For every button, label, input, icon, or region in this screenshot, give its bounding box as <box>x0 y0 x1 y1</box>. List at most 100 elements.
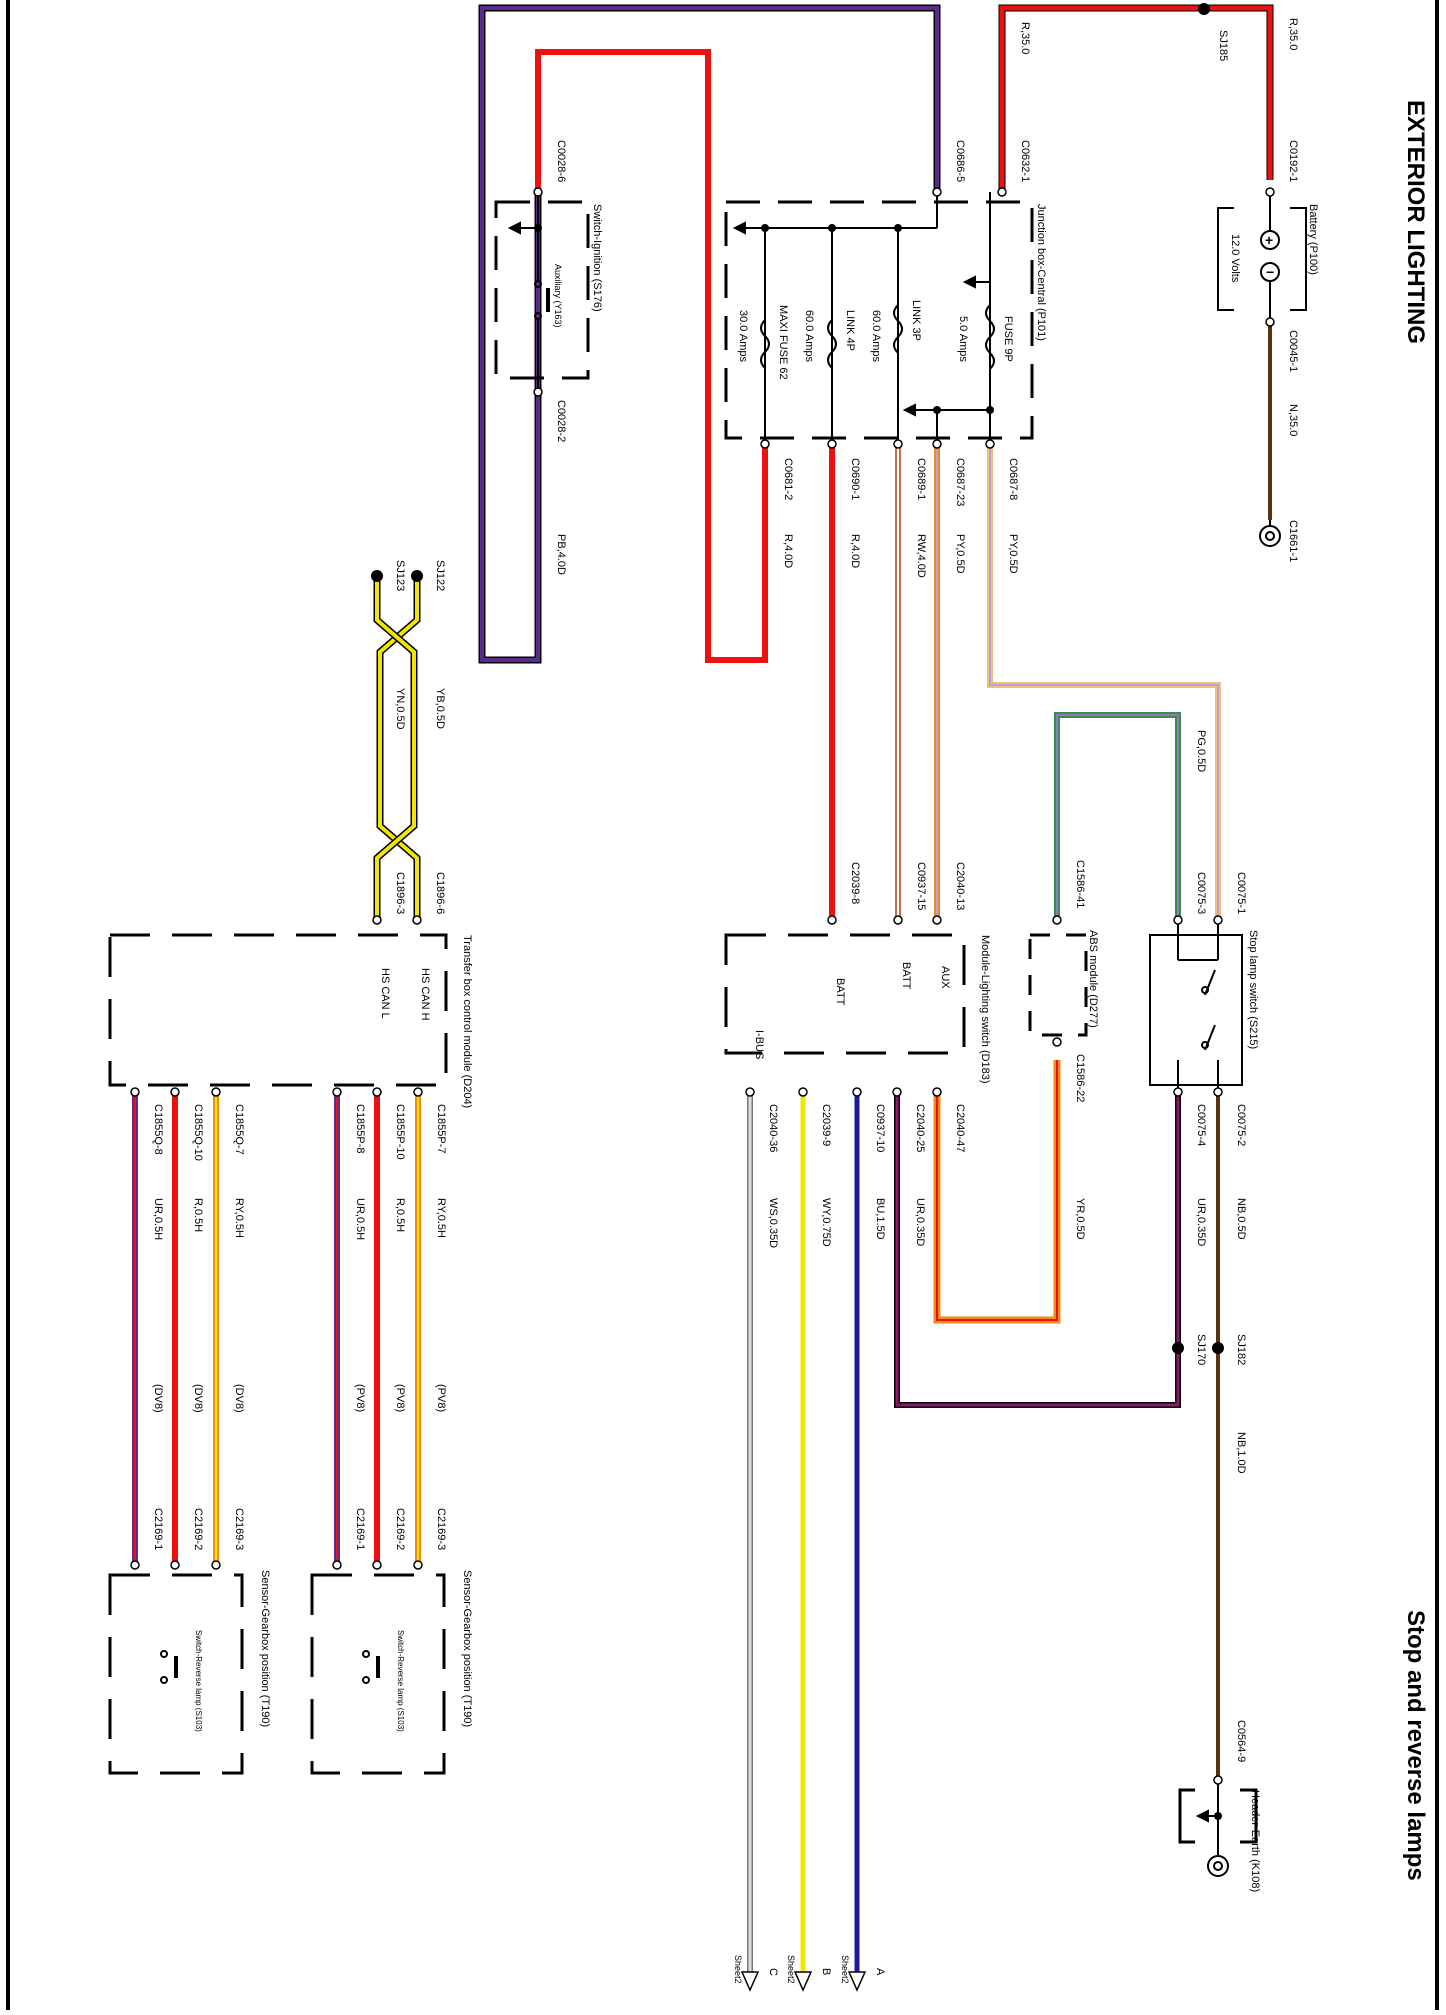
header-earth-label: Header-Earth (K108) <box>1249 1790 1261 1892</box>
sheet-a-letter: A <box>874 1968 886 1976</box>
pin-ibus: I-BUS <box>753 1030 765 1059</box>
conn-c0075-1: C0075-1 <box>1235 872 1247 914</box>
wire-label-dv8-1: (DV8) <box>233 1384 245 1413</box>
junction-box-internals <box>732 192 991 444</box>
conn-c1896-3: C1896-3 <box>394 872 406 914</box>
wire-label-r35-b: R,35.0 <box>1019 22 1031 54</box>
conn-c1855q-8: C1855Q-8 <box>152 1104 164 1155</box>
maxi-fuse-62-rating: 30.0 Amps <box>737 310 749 362</box>
conn-c0564: C0564-9 <box>1235 1720 1247 1762</box>
link-4p-icon <box>827 319 837 369</box>
wire-label-pb: PB,4.0D <box>555 534 567 575</box>
conn-c2040-25: C2040-25 <box>914 1104 926 1152</box>
splice-sj185-label: SJ185 <box>1217 30 1229 61</box>
stop-lamp-switch-label: Stop lamp switch (S215) <box>1247 930 1259 1049</box>
wire-pb <box>480 6 939 662</box>
conn-c1855p-7: C1855P-7 <box>435 1104 447 1154</box>
transfer-box-module-label: Transfer box control module (D204) <box>461 935 473 1108</box>
splice-sj122 <box>411 570 423 582</box>
battery-label: Battery (P100) <box>1307 204 1319 275</box>
battery: + − <box>1217 192 1307 322</box>
wire-label-yb: YB,0.5D <box>434 688 446 729</box>
abs-module-outline <box>1028 933 1088 1037</box>
fuse-9p-icon <box>985 304 995 370</box>
conn-c1586-22: C1586-22 <box>1074 1054 1086 1102</box>
lighting-switch-module-outline <box>724 933 966 1055</box>
pin-batt-2: BATT <box>834 978 846 1006</box>
page-title: EXTERIOR LIGHTING <box>1402 100 1429 344</box>
maxi-fuse-62-label: MAXI FUSE 62 <box>777 305 789 380</box>
conn-c2040-36: C2040-36 <box>767 1104 779 1152</box>
wire-label-yn: YN,0.5D <box>394 688 406 730</box>
conn-c1586-41: C1586-41 <box>1074 860 1086 908</box>
wire-py-stop <box>989 444 1219 920</box>
pin-aux: AUX <box>939 966 951 989</box>
gearbox-sensor-q-outline <box>108 1573 244 1775</box>
wire-label-r-p: R,0.5H <box>394 1198 406 1232</box>
lighting-switch-module-label: Module-Lighting switch (D183) <box>979 935 991 1084</box>
ignition-switch-label: Switch-Ignition (S176) <box>591 204 603 312</box>
fuse-9p-label: FUSE 9P <box>1002 316 1014 362</box>
battery-volts-label: 12.0 Volts <box>1229 234 1241 283</box>
wire-label-r4-a: R,4.0D <box>849 534 861 568</box>
wire-label-nb10: NB,1.0D <box>1235 1432 1247 1474</box>
wire-label-ry-p: RY,0.5H <box>435 1198 447 1238</box>
conn-c0632: C0632-1 <box>1019 140 1031 182</box>
wire-yr <box>936 1060 1058 1321</box>
conn-c0045: C0045-1 <box>1287 330 1299 372</box>
wire-label-dv8-2: (DV8) <box>192 1384 204 1413</box>
wire-label-py: PY,0.5D <box>1007 534 1019 574</box>
link-3p-icon <box>893 304 903 354</box>
conn-c2169-1b: C2169-1 <box>152 1508 164 1550</box>
maxi-fuse-62-icon <box>760 319 770 369</box>
junction-box-label: Junction box-Central (P101) <box>1035 204 1047 341</box>
wire-label-dv8-3: (DV8) <box>152 1384 164 1413</box>
wire-label-r4-b: R,4.0D <box>782 534 794 568</box>
wire-label-n35: N,35.0 <box>1287 404 1299 436</box>
conn-c0192: C0192-1 <box>1287 140 1299 182</box>
splice-sj170-label: SJ170 <box>1195 1334 1207 1365</box>
conn-c0937-15: C0937-15 <box>915 862 927 910</box>
wire-label-r35-a: R,35.0 <box>1287 18 1299 50</box>
reverse-switch-q-icon <box>160 1650 178 1684</box>
wire-pg <box>1056 714 1179 920</box>
sheet-c-name: Sheet2 <box>733 1955 743 1984</box>
conn-c2169-2b: C2169-2 <box>192 1508 204 1550</box>
pin-hs-can-h: HS CAN H <box>419 968 431 1021</box>
conn-c1661: C1661-1 <box>1287 520 1299 562</box>
ignition-switch-outline <box>494 200 590 380</box>
jb-node-5 <box>986 406 994 414</box>
wire-label-yr: YR,0.5D <box>1074 1198 1086 1240</box>
wire-label-ur-q: UR,0.5H <box>152 1198 164 1240</box>
svg-text:−: − <box>1266 264 1274 280</box>
conn-c2039-9: C2039-9 <box>820 1104 832 1146</box>
conn-c2039-8: C2039-8 <box>849 862 861 904</box>
conn-c1855p-10: C1855P-10 <box>394 1104 406 1160</box>
splice-sj123-label: SJ123 <box>394 560 406 591</box>
conn-c0075-2: C0075-2 <box>1235 1104 1247 1146</box>
jb-node-2 <box>828 224 836 232</box>
ground-c1661-icon <box>1259 520 1281 547</box>
ign-node <box>534 224 542 232</box>
pin-hs-can-l: HS CAN L <box>379 968 391 1019</box>
wire-label-pg: PG,0.5D <box>1195 730 1207 772</box>
conn-c0075-3: C0075-3 <box>1195 872 1207 914</box>
header-earth <box>1178 1780 1258 1877</box>
wire-label-pv8-1: (PV8) <box>435 1384 447 1412</box>
abs-module-label: ABS module (D277) <box>1087 930 1099 1028</box>
splice-sj170 <box>1172 1342 1184 1354</box>
conn-c2169-1a: C2169-1 <box>354 1508 366 1550</box>
wire-yn <box>375 576 416 920</box>
conn-c1855q-10: C1855Q-10 <box>192 1104 204 1161</box>
link-4p-label: LINK 4P <box>844 310 856 351</box>
ignition-aux-label: Auxiliary (Y163) <box>553 264 563 328</box>
link-4p-rating: 60.0 Amps <box>803 310 815 362</box>
wire-yr-outline <box>933 1060 1061 1324</box>
wire-label-ur-p: UR,0.5H <box>354 1198 366 1240</box>
stop-lamp-switch-internals <box>1177 920 1219 1092</box>
link-3p-label: LINK 3P <box>910 300 922 341</box>
reverse-switch-p-icon <box>362 1650 380 1684</box>
gearbox-sensor-q-label: Sensor-Gearbox position (T190) <box>259 1570 271 1727</box>
